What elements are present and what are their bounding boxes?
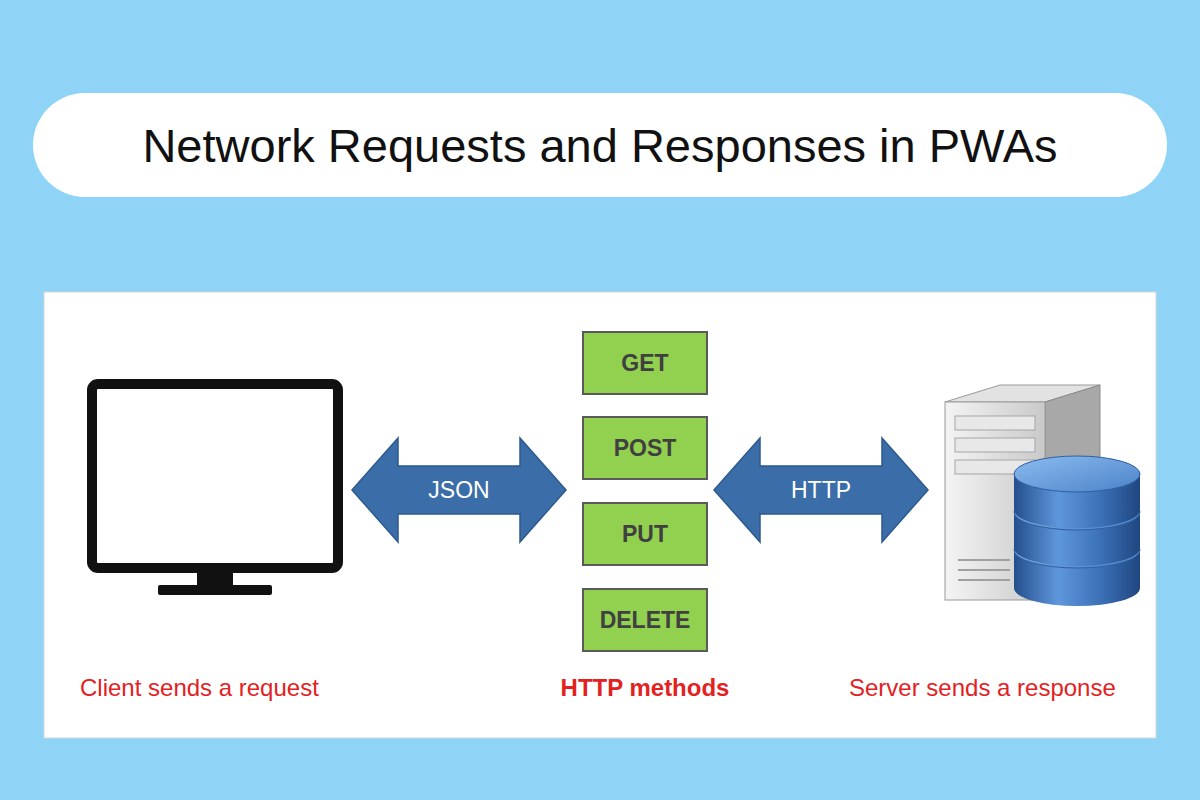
vent-line bbox=[958, 569, 1010, 571]
database-disc-top bbox=[1014, 456, 1140, 492]
content-panel bbox=[44, 292, 1156, 738]
caption-label: HTTP methods bbox=[520, 673, 770, 703]
method-name: PUT bbox=[622, 521, 668, 548]
vent-line bbox=[958, 559, 1010, 561]
vent-line bbox=[958, 579, 1010, 581]
monitor-screen bbox=[92, 384, 338, 568]
method-box: POST bbox=[582, 416, 708, 480]
arrow-label: HTTP bbox=[714, 475, 928, 505]
method-name: DELETE bbox=[600, 607, 691, 634]
page-title: Network Requests and Responses in PWAs bbox=[33, 93, 1167, 197]
monitor-icon bbox=[92, 384, 338, 595]
arrow-label: JSON bbox=[352, 475, 566, 505]
drive-bay bbox=[955, 438, 1035, 452]
database-icon bbox=[1014, 456, 1140, 606]
double-arrow bbox=[714, 438, 928, 542]
title-pill bbox=[33, 93, 1167, 197]
caption-label: Server sends a response bbox=[849, 673, 1149, 703]
caption-label: Client sends a request bbox=[80, 673, 380, 703]
method-box: PUT bbox=[582, 502, 708, 566]
method-name: GET bbox=[621, 350, 668, 377]
method-box: DELETE bbox=[582, 588, 708, 652]
monitor-base bbox=[158, 585, 272, 595]
drive-bay bbox=[955, 416, 1035, 430]
method-box: GET bbox=[582, 331, 708, 395]
method-name: POST bbox=[614, 435, 677, 462]
double-arrow bbox=[352, 438, 566, 542]
